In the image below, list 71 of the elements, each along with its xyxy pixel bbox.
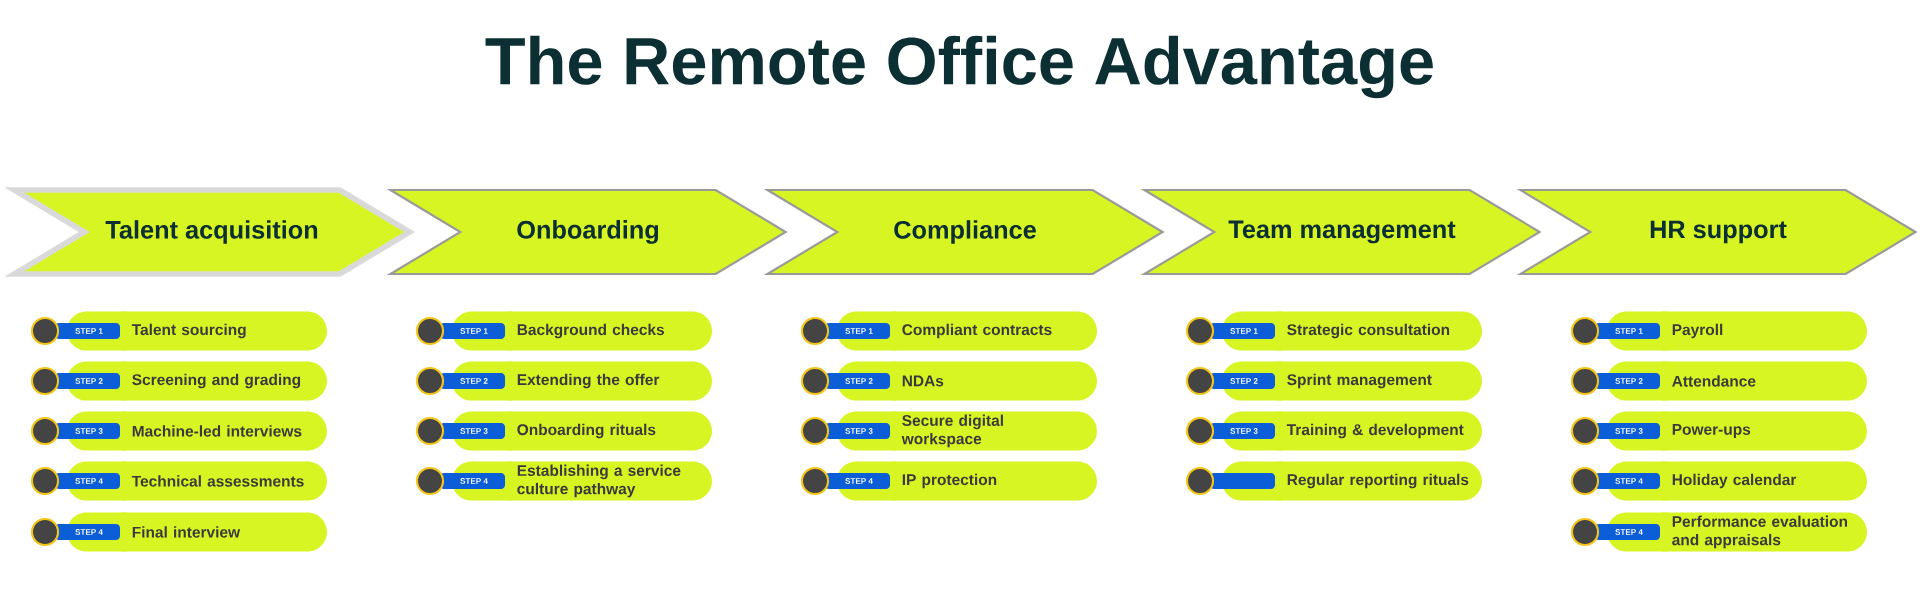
chevron-box: Talent acquisition — [4, 187, 416, 277]
step-badge: STEP 3 — [1570, 411, 1667, 451]
node-label: Extending the offer — [517, 373, 660, 389]
step-pill: Attendance — [1662, 361, 1867, 401]
step-badge: STEP 1 — [800, 311, 897, 351]
step-pill: Holiday calendar — [1662, 461, 1867, 501]
node-label: Screening and grading — [132, 373, 301, 389]
node-label: Sprint management — [1287, 373, 1432, 389]
step-pill: NDAs — [892, 361, 1097, 401]
step-pill: Machine-led interviews — [122, 411, 327, 451]
node-label: IP protection — [902, 473, 997, 489]
step-badge: STEP 2 — [30, 361, 127, 401]
step-pill: Talent sourcing — [122, 311, 327, 351]
node-label: Performance evaluation and appraisals — [1672, 515, 1848, 549]
node-label: Background checks — [517, 323, 665, 339]
step-badge: STEP 3 — [1185, 411, 1282, 451]
node-label: Attendance — [1672, 375, 1756, 387]
node-label: Secure digital workspace — [901, 414, 1003, 448]
step-pill: Extending the offer — [507, 361, 712, 401]
step-pill: Establishing a service culture pathway — [507, 461, 712, 501]
node-label: Onboarding rituals — [517, 423, 656, 439]
step-pill: Technical assessments — [122, 461, 327, 501]
step-badge: STEP 2 — [1185, 361, 1282, 401]
step-pill: Strategic consultation — [1277, 311, 1482, 351]
step-pill: Payroll — [1662, 311, 1867, 351]
step-pill: Power-ups — [1662, 411, 1867, 451]
step-pill: Sprint management — [1277, 361, 1482, 401]
title: The Remote Office Advantage — [485, 35, 1433, 99]
step-badge: STEP 2 — [415, 361, 512, 401]
node-label: Establishing a service culture pathway — [517, 464, 681, 498]
node-label: Holiday calendar — [1672, 473, 1797, 489]
step-pill: Performance evaluation and appraisals — [1662, 512, 1867, 552]
step-badge: STEP 2 — [1570, 361, 1667, 401]
node-label: Technical assessments — [131, 475, 304, 487]
step-pill: IP protection — [892, 461, 1097, 501]
step-pill: Screening and grading — [122, 361, 327, 401]
step-pill: Secure digital workspace — [892, 411, 1097, 451]
step-badge: STEP 3 — [415, 411, 512, 451]
step-badge: STEP 4 — [800, 461, 897, 501]
step-badge: STEP 1 — [1185, 311, 1282, 351]
step-pill: Background checks — [507, 311, 712, 351]
step-badge: STEP 1 — [415, 311, 512, 351]
node-label: Final interview — [132, 526, 241, 538]
step-pill: Training & development — [1277, 411, 1482, 451]
node-label: Power-ups — [1672, 424, 1751, 438]
node-label: Training & development — [1286, 423, 1464, 439]
step-badge: STEP 3 — [30, 411, 127, 451]
step-badge: STEP 2 — [800, 361, 897, 401]
step-badge: STEP 4 — [30, 512, 127, 552]
step-badge: STEP 1 — [1570, 311, 1667, 351]
chevron-box: HR support — [1516, 188, 1918, 276]
node-label: Compliant contracts — [902, 323, 1052, 339]
step-pill: Onboarding rituals — [507, 411, 712, 451]
node-label: Talent sourcing — [131, 323, 246, 339]
step-pill: Regular reporting rituals — [1277, 461, 1482, 501]
step-pill: Final interview — [122, 512, 327, 552]
node-label: Strategic consultation — [1287, 323, 1450, 339]
chevron-box: Compliance — [763, 188, 1165, 276]
node-label: Machine-led interviews — [132, 425, 302, 437]
chevron-box: Team management — [1140, 188, 1542, 276]
node-label: Regular reporting rituals — [1287, 473, 1469, 489]
chevron-box: Onboarding — [386, 188, 788, 276]
node-label: NDAs — [902, 375, 944, 387]
step-badge: STEP 4 — [415, 461, 512, 501]
node-label: Payroll — [1672, 323, 1723, 339]
step-pill: Compliant contracts — [892, 311, 1097, 351]
step-badge: STEP 1 — [30, 311, 127, 351]
step-badge: STEP 3 — [800, 411, 897, 451]
step-badge: STEP 4 — [30, 461, 127, 501]
step-badge: STEP 4 — [1570, 461, 1667, 501]
step-badge: STEP 4 — [1570, 512, 1667, 552]
